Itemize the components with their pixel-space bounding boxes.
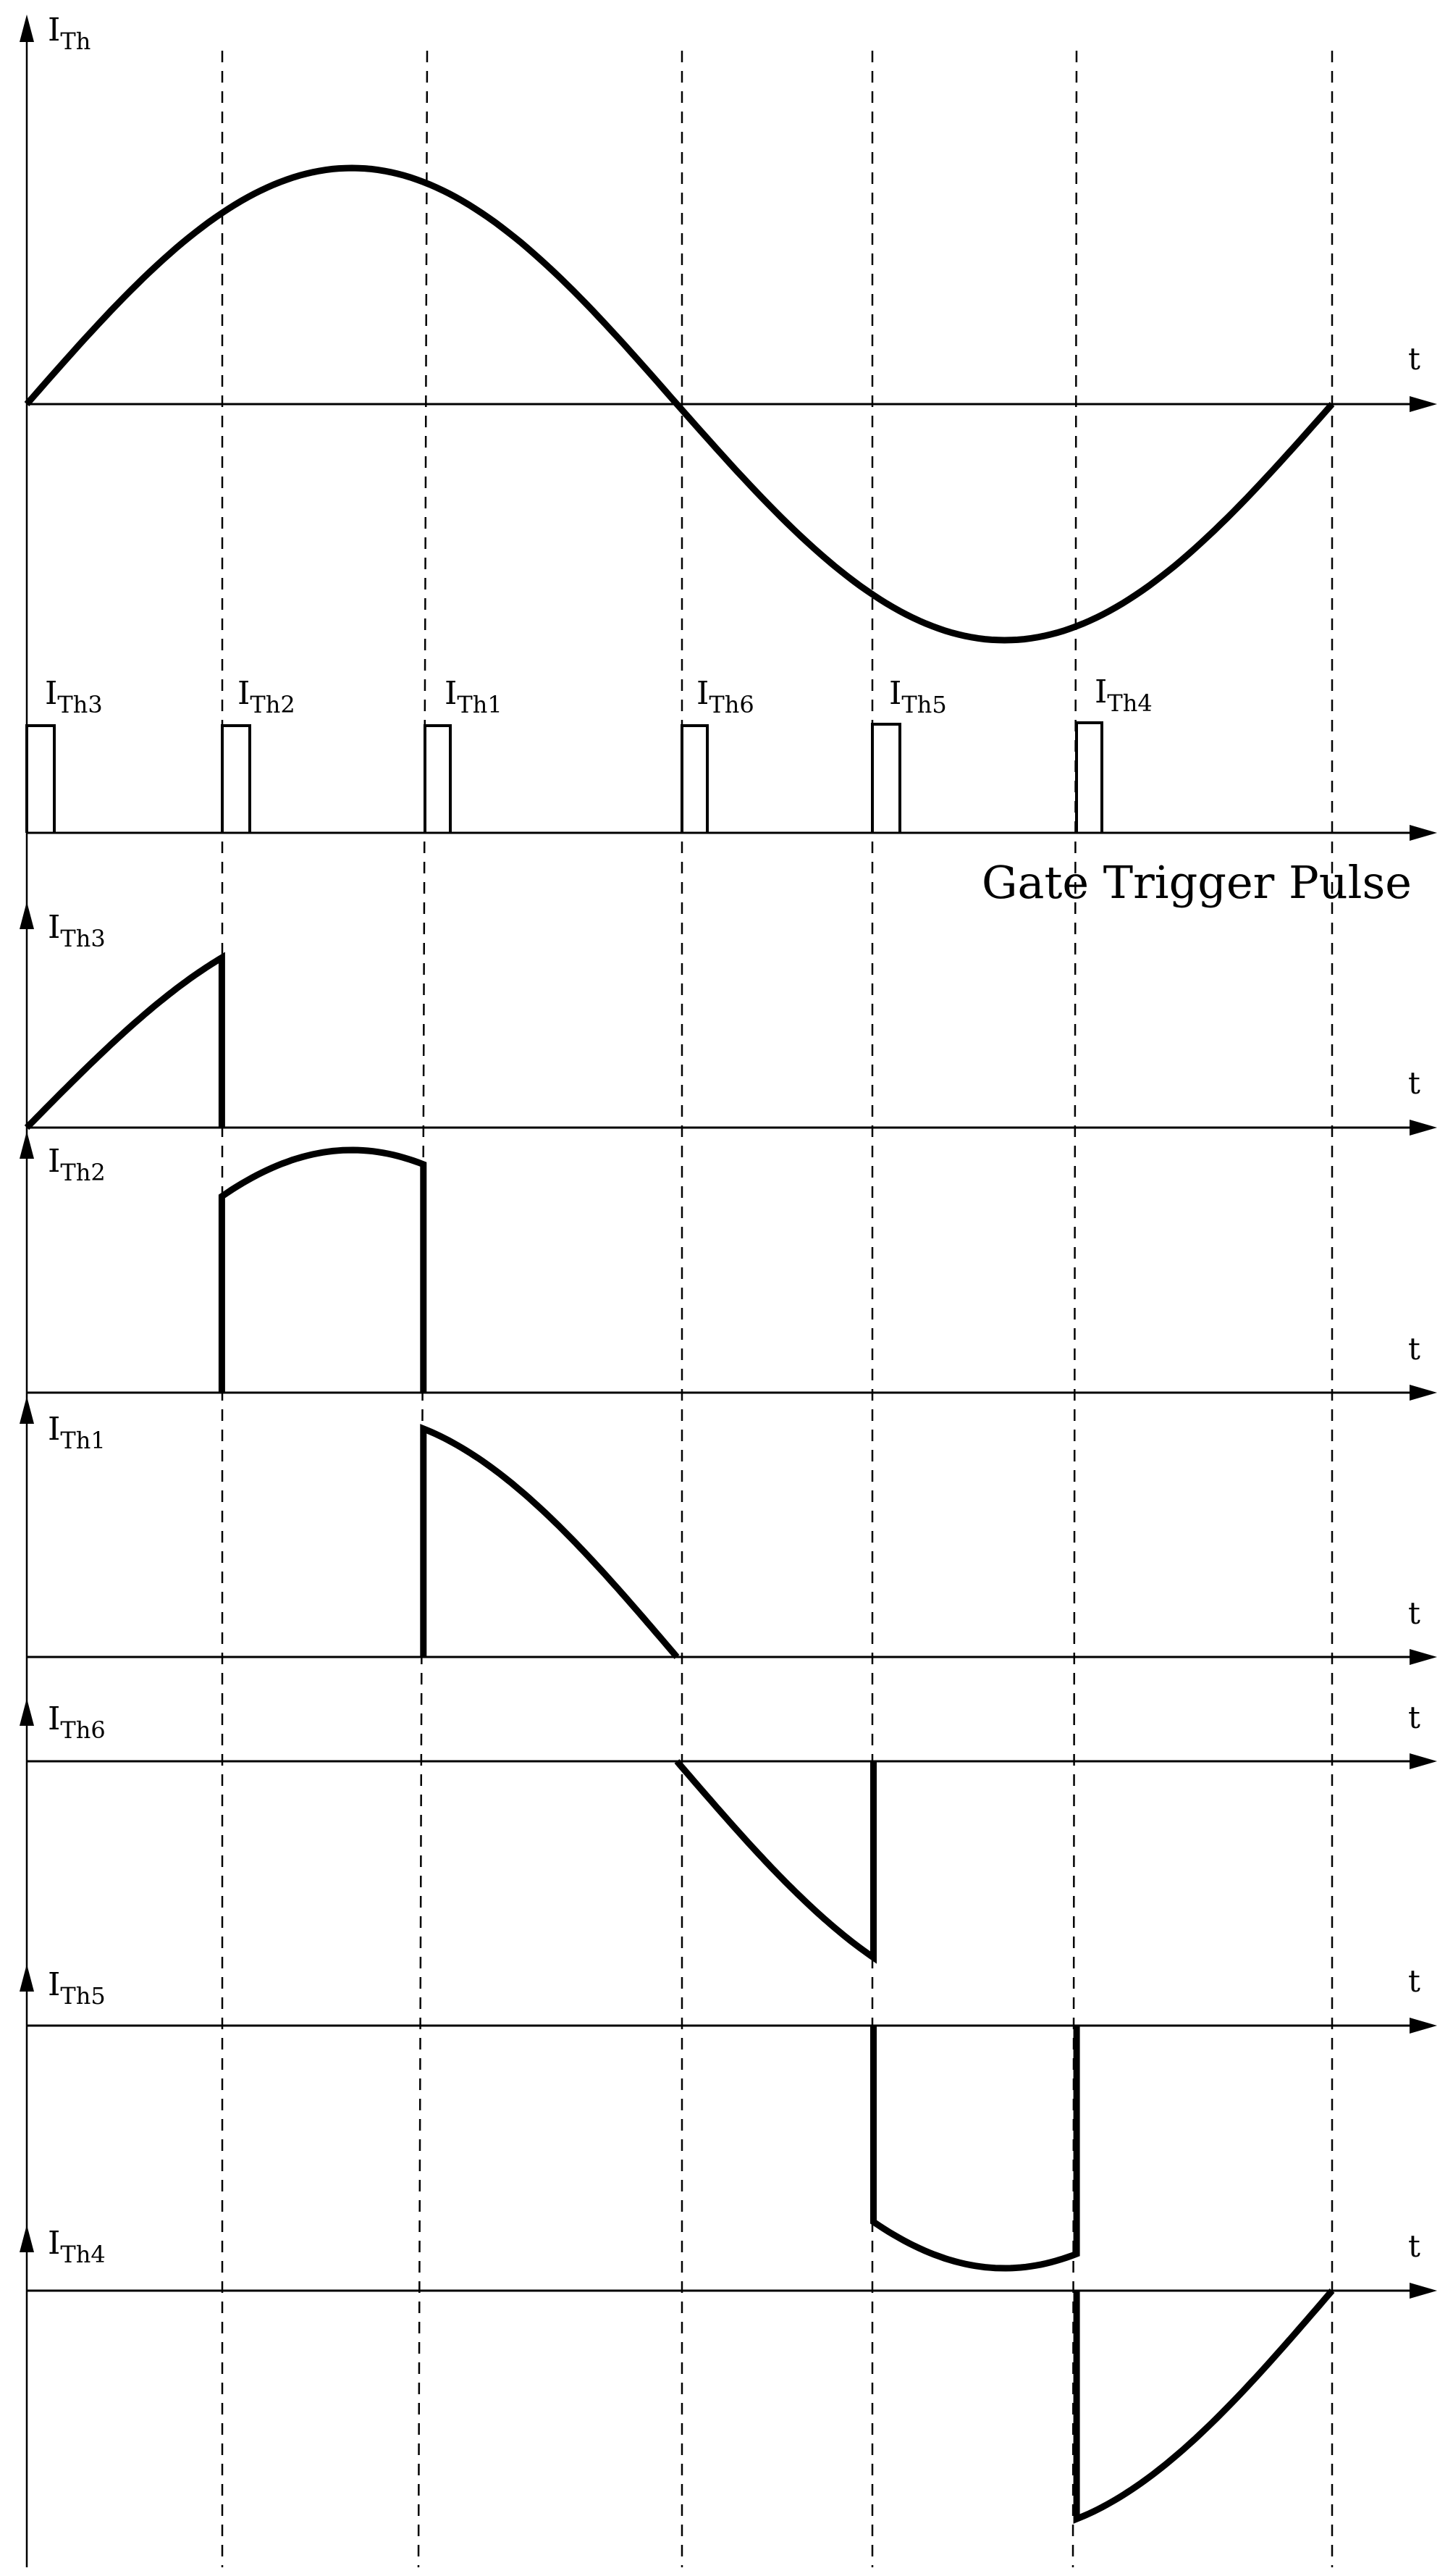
pulse-label-th2: ITh2 — [237, 675, 295, 718]
time-axis-th6-arrow — [1410, 1753, 1437, 1769]
time-label-th1: t — [1408, 1595, 1420, 1631]
ith4-axis-arrow-up — [20, 2225, 34, 2252]
dashed-guides — [221, 50, 1334, 2568]
main-sinusoid — [24, 164, 1335, 644]
current-th2 — [218, 1146, 427, 1393]
channel-label-th2: ITh2 — [48, 1143, 106, 1186]
time-axis-th2-arrow — [1410, 1385, 1437, 1401]
ith3-axis-arrow-up — [20, 902, 34, 929]
gate-pulse-th2 — [221, 724, 251, 833]
pulse-label-th4: ITh4 — [1095, 674, 1153, 717]
time-axis-th5-arrow — [1410, 2018, 1437, 2034]
pulse-label-th6: ITh6 — [696, 675, 754, 718]
time-axis-main-arrow — [1410, 396, 1437, 412]
current-th4 — [1073, 2288, 1335, 2524]
ith1-axis-arrow-up — [20, 1396, 34, 1424]
channel-label-th4: ITh4 — [48, 2225, 106, 2268]
vertical-axis-arrow — [20, 14, 34, 42]
panel-main-current: t ITh — [24, 12, 1437, 644]
time-label-th2: t — [1408, 1331, 1420, 1367]
panel-ith1: ITh1 t — [20, 1396, 1437, 1665]
panel-ith4: ITh4 t — [20, 2225, 1437, 2524]
time-axis-th4-arrow — [1410, 2283, 1437, 2299]
pulse-label-th1: ITh1 — [445, 675, 502, 718]
channel-label-th6: ITh6 — [48, 1700, 106, 1744]
pulse-label-th5: ITh5 — [889, 675, 947, 718]
ith5-axis-arrow-up — [20, 1964, 34, 1992]
time-label-th6: t — [1408, 1700, 1420, 1735]
gate-pulse-th4 — [1075, 721, 1103, 833]
gate-pulse-th6 — [681, 724, 709, 833]
time-label-main: t — [1408, 341, 1420, 377]
ith2-axis-arrow-up — [20, 1131, 34, 1159]
panel-ith3: ITh3 t — [20, 902, 1437, 1136]
main-current-label: ITh — [48, 12, 90, 55]
panel-ith6: ITh6 t — [20, 1698, 1437, 1964]
time-axis-pulses-arrow — [1410, 825, 1437, 841]
gate-pulse-th3 — [25, 724, 56, 833]
channel-label-th3: ITh3 — [48, 909, 106, 952]
channel-label-th1: ITh1 — [48, 1411, 106, 1454]
pulse-label-th3: ITh3 — [45, 675, 103, 718]
gate-pulse-th1 — [424, 724, 452, 833]
main-current-label-sub: Th — [60, 28, 90, 55]
time-label-th4: t — [1408, 2228, 1420, 2264]
gate-trigger-caption: Gate Trigger Pulse — [982, 856, 1412, 909]
current-th6 — [674, 1759, 877, 1964]
ith6-axis-arrow-up — [20, 1698, 34, 1726]
current-th1 — [420, 1424, 680, 1659]
time-label-th5: t — [1408, 1963, 1420, 1999]
time-axis-th3-arrow — [1410, 1120, 1437, 1136]
panel-ith2: ITh2 t — [20, 1131, 1437, 1401]
channel-label-th5: ITh5 — [48, 1966, 106, 2010]
panel-ith5: ITh5 t — [20, 1963, 1437, 2272]
time-axis-th1-arrow — [1410, 1649, 1437, 1665]
current-th3 — [24, 952, 225, 1130]
panel-gate-trigger: ITh3 ITh2 ITh1 ITh6 ITh5 ITh4 Gate Trigg… — [25, 674, 1437, 909]
main-current-label-base: I — [48, 12, 60, 49]
gate-pulse-th5 — [871, 723, 901, 833]
current-th5 — [870, 2026, 1080, 2272]
time-label-th3: t — [1408, 1065, 1420, 1101]
